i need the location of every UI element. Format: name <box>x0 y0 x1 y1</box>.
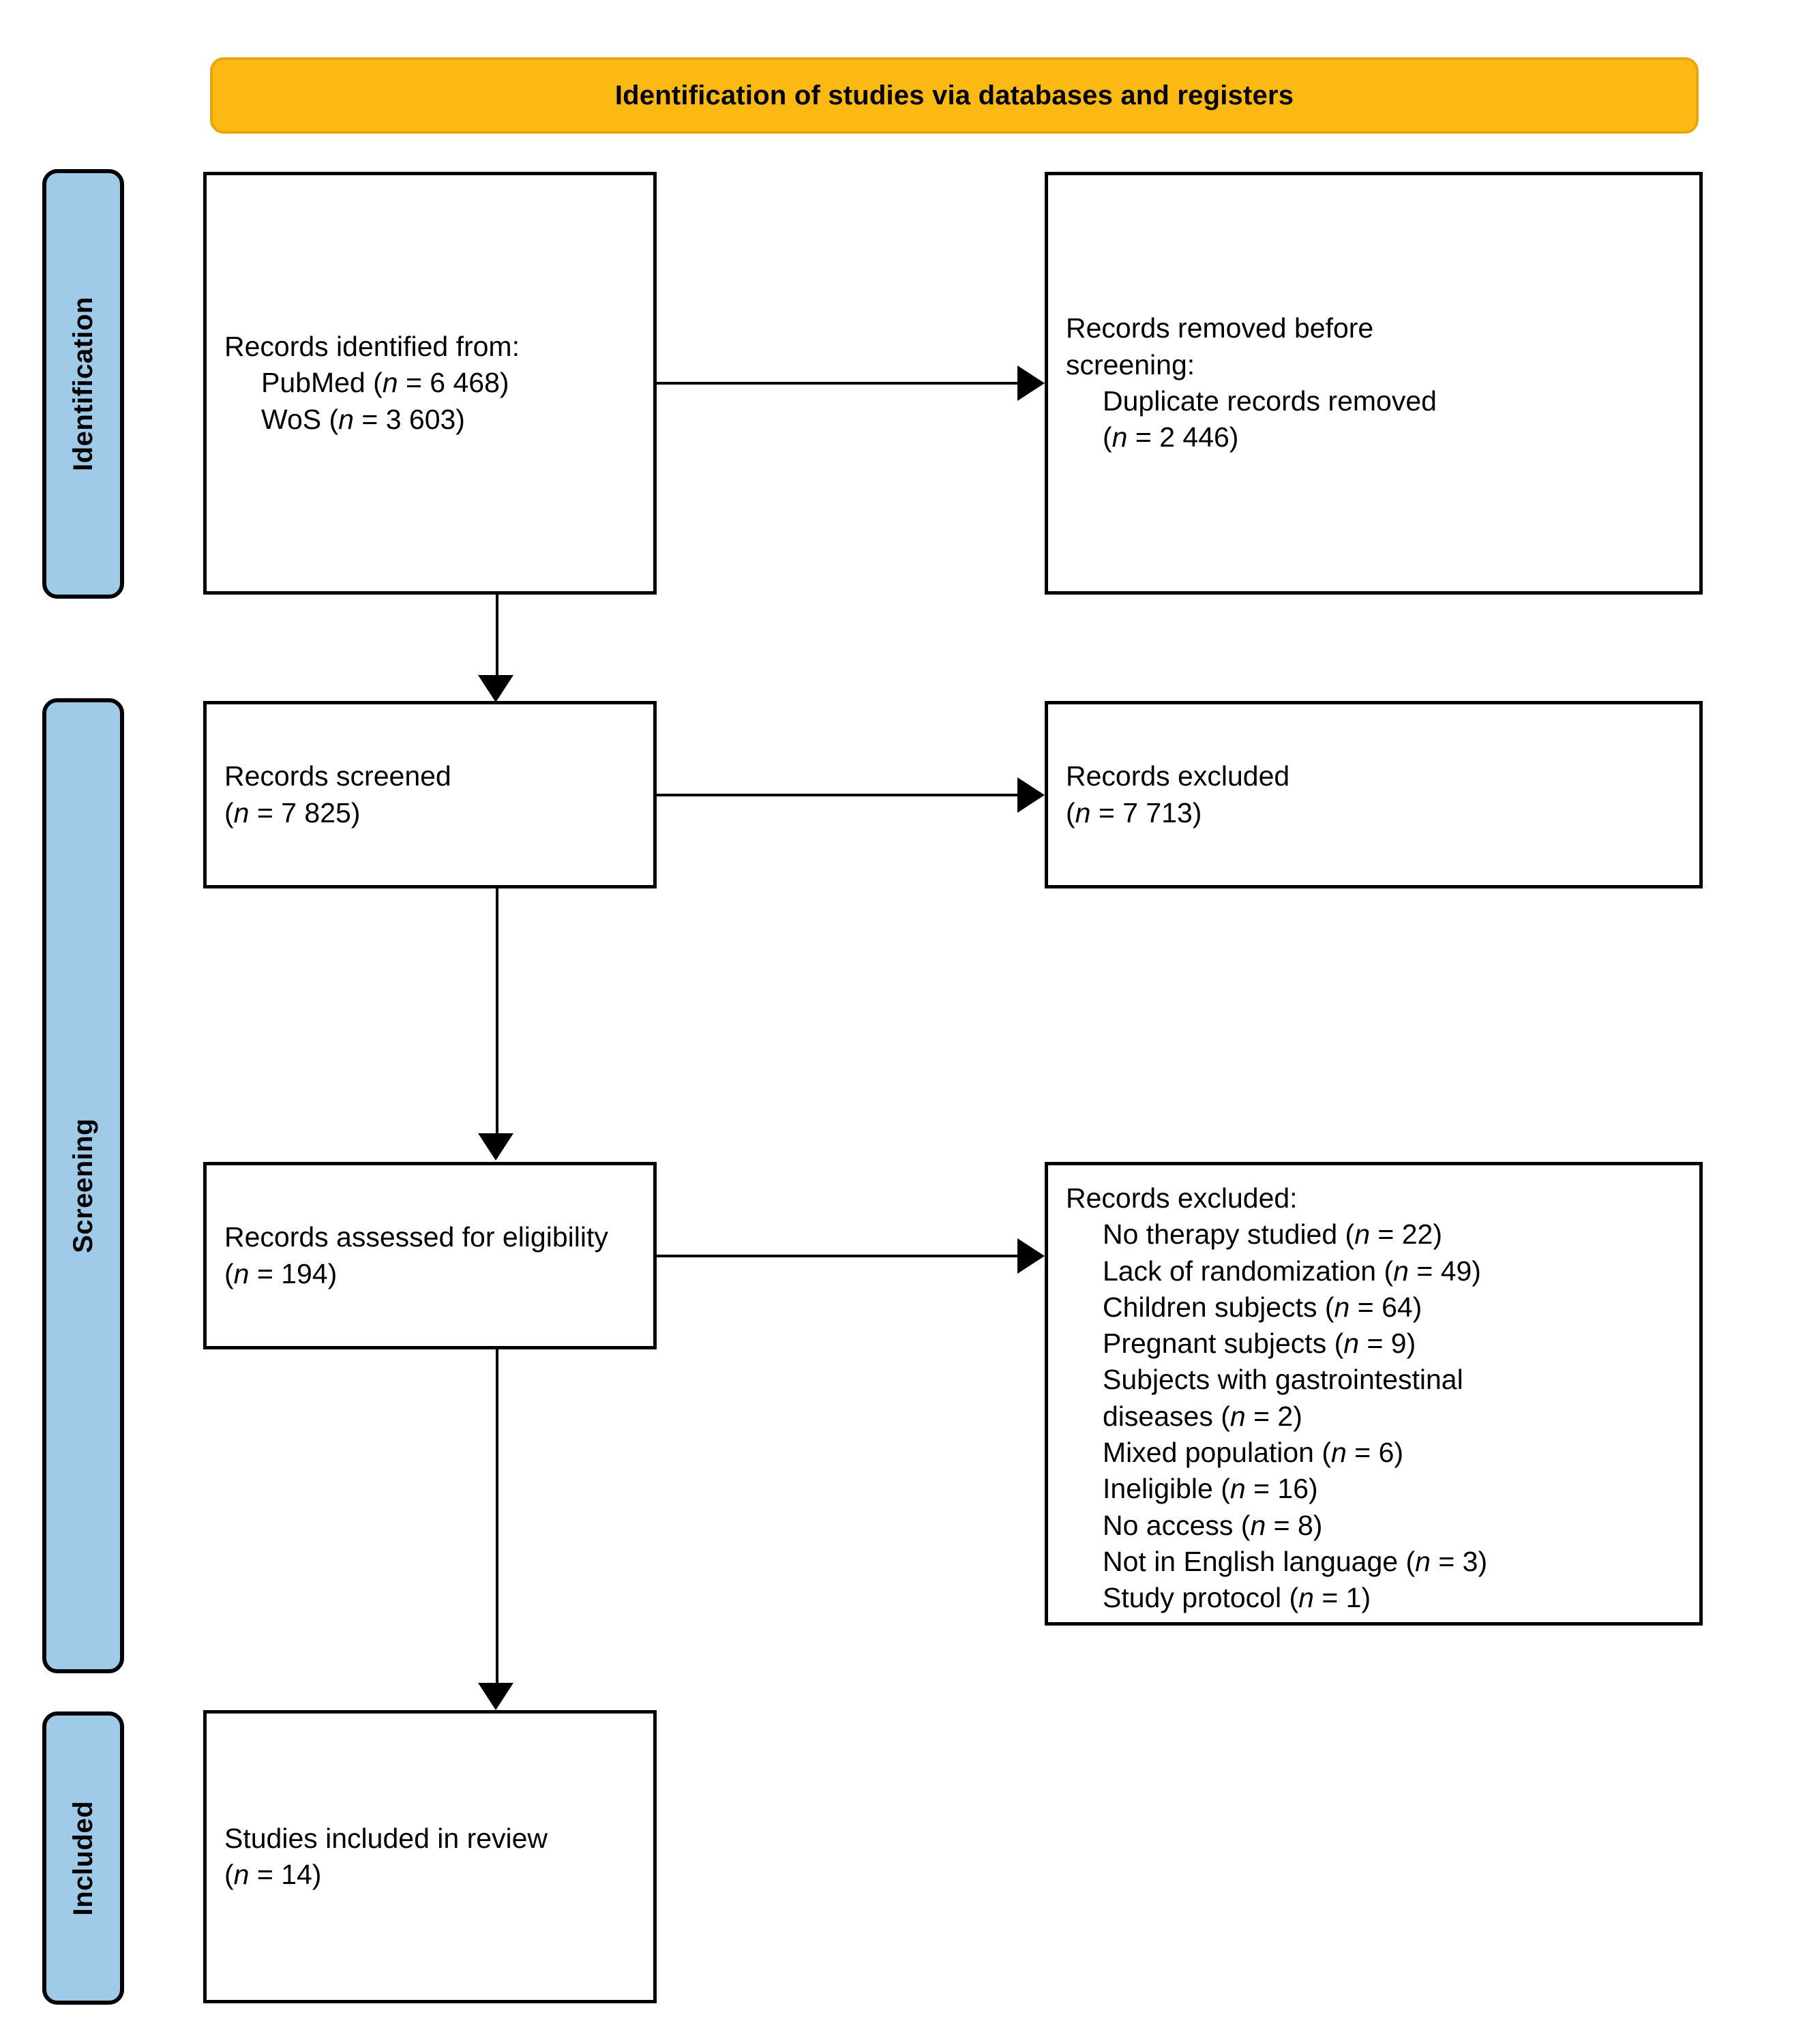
records-removed-heading-line2: screening: <box>1066 348 1195 380</box>
exclusion-reason-item: Subjects with gastrointestinal <box>1103 1364 1463 1396</box>
stage-rail-included: Included <box>42 1711 124 2005</box>
arrow-down-icon <box>478 1133 513 1161</box>
exclusion-reason-item: No access (n = 8) <box>1103 1509 1323 1541</box>
records-removed-heading-line1: Records removed before <box>1066 312 1374 344</box>
exclusion-reason-item: Ineligible (n = 16) <box>1103 1473 1318 1505</box>
arrow-right-icon <box>1017 365 1045 401</box>
box-records-removed-text: Records removed before screening: Duplic… <box>1048 310 1699 455</box>
n-symbol: n <box>1112 421 1128 453</box>
box-records-assessed-text: Records assessed for eligibility (n = 19… <box>207 1219 653 1292</box>
n-symbol: n <box>1354 1218 1371 1251</box>
n-symbol: n <box>1250 1509 1266 1541</box>
records-screened-heading: Records screened <box>224 760 451 792</box>
n-symbol: n <box>338 403 354 435</box>
arrow-down-icon <box>478 1683 513 1710</box>
excluded-reasons-heading: Records excluded: <box>1066 1182 1298 1214</box>
arrow-down-icon <box>478 675 513 702</box>
stage-rail-screening: Screening <box>42 698 124 1673</box>
n-symbol: n <box>1393 1255 1409 1287</box>
banner-title: Identification of studies via databases … <box>614 80 1294 110</box>
box-records-assessed-for-eligibility: Records assessed for eligibility (n = 19… <box>203 1162 657 1349</box>
exclusion-reason-item: Not in English language (n = 3) <box>1103 1545 1488 1577</box>
stage-banner-identification: Identification of studies via databases … <box>210 57 1699 134</box>
box-studies-included-text: Studies included in review (n = 14) <box>207 1821 653 1894</box>
connector-identified-to-removed <box>657 382 1021 385</box>
box-records-excluded-reasons: Records excluded: No therapy studied (n … <box>1045 1162 1703 1626</box>
duplicate-records-removed-count: (n = 2 446) <box>1103 421 1239 453</box>
connector-identified-to-screened <box>496 595 498 676</box>
n-symbol: n <box>233 1859 250 1890</box>
n-symbol: n <box>382 367 398 399</box>
stage-rail-label-identification: Identification <box>68 297 98 471</box>
n-symbol: n <box>1229 1473 1246 1505</box>
stage-rail-label-screening: Screening <box>68 1118 98 1253</box>
stage-rail-label-included: Included <box>68 1800 98 1916</box>
studies-included-heading: Studies included in review <box>224 1822 548 1854</box>
n-symbol: n <box>1343 1328 1360 1360</box>
n-symbol: n <box>1415 1545 1431 1577</box>
box-records-screened: Records screened (n = 7 825) <box>203 701 657 888</box>
exclusion-reason-item-continued: diseases (n = 2) <box>1103 1400 1302 1432</box>
records-identified-heading: Records identified from: <box>224 331 520 363</box>
exclusion-reason-item: No therapy studied (n = 22) <box>1103 1218 1442 1251</box>
records-assessed-heading: Records assessed for eligibility <box>224 1221 608 1253</box>
box-records-screened-text: Records screened (n = 7 825) <box>207 758 653 831</box>
records-identified-pubmed: PubMed (n = 6 468) <box>261 367 509 399</box>
box-records-excluded-text: Records excluded (n = 7 713) <box>1048 758 1699 831</box>
n-symbol: n <box>1298 1582 1314 1614</box>
box-studies-included-in-review: Studies included in review (n = 14) <box>203 1710 657 2003</box>
stage-rail-identification: Identification <box>42 169 124 599</box>
box-records-identified: Records identified from: PubMed (n = 6 4… <box>203 172 657 595</box>
studies-included-count: (n = 14) <box>224 1859 322 1890</box>
exclusion-reason-item: Children subjects (n = 64) <box>1103 1291 1422 1323</box>
connector-assessed-to-included <box>496 1349 498 1684</box>
duplicate-records-removed-label: Duplicate records removed <box>1103 385 1437 417</box>
n-symbol: n <box>1331 1437 1347 1469</box>
exclusion-reason-item: Lack of randomization (n = 49) <box>1103 1255 1481 1287</box>
arrow-right-icon <box>1017 1238 1045 1274</box>
records-assessed-count: (n = 194) <box>224 1257 338 1289</box>
records-excluded-heading: Records excluded <box>1066 760 1290 792</box>
box-records-excluded-reasons-text: Records excluded: No therapy studied (n … <box>1048 1165 1699 1617</box>
connector-screened-to-assessed <box>496 888 498 1134</box>
n-symbol: n <box>1075 796 1091 828</box>
box-records-identified-text: Records identified from: PubMed (n = 6 4… <box>207 329 653 438</box>
exclusion-reason-item: Mixed population (n = 6) <box>1103 1437 1404 1469</box>
exclusion-reason-item: Pregnant subjects (n = 9) <box>1103 1328 1416 1360</box>
n-symbol: n <box>233 796 250 828</box>
connector-assessed-to-excluded-reasons <box>657 1255 1021 1257</box>
n-symbol: n <box>1229 1400 1246 1432</box>
connector-screened-to-excluded <box>657 794 1021 796</box>
exclusion-reason-item: Study protocol (n = 1) <box>1103 1582 1371 1614</box>
arrow-right-icon <box>1017 777 1045 813</box>
records-excluded-count: (n = 7 713) <box>1066 796 1202 828</box>
records-identified-wos: WoS (n = 3 603) <box>261 403 465 435</box>
box-records-excluded: Records excluded (n = 7 713) <box>1045 701 1703 888</box>
records-screened-count: (n = 7 825) <box>224 796 361 828</box>
n-symbol: n <box>233 1257 250 1289</box>
box-records-removed-before-screening: Records removed before screening: Duplic… <box>1045 172 1703 595</box>
n-symbol: n <box>1334 1291 1350 1323</box>
